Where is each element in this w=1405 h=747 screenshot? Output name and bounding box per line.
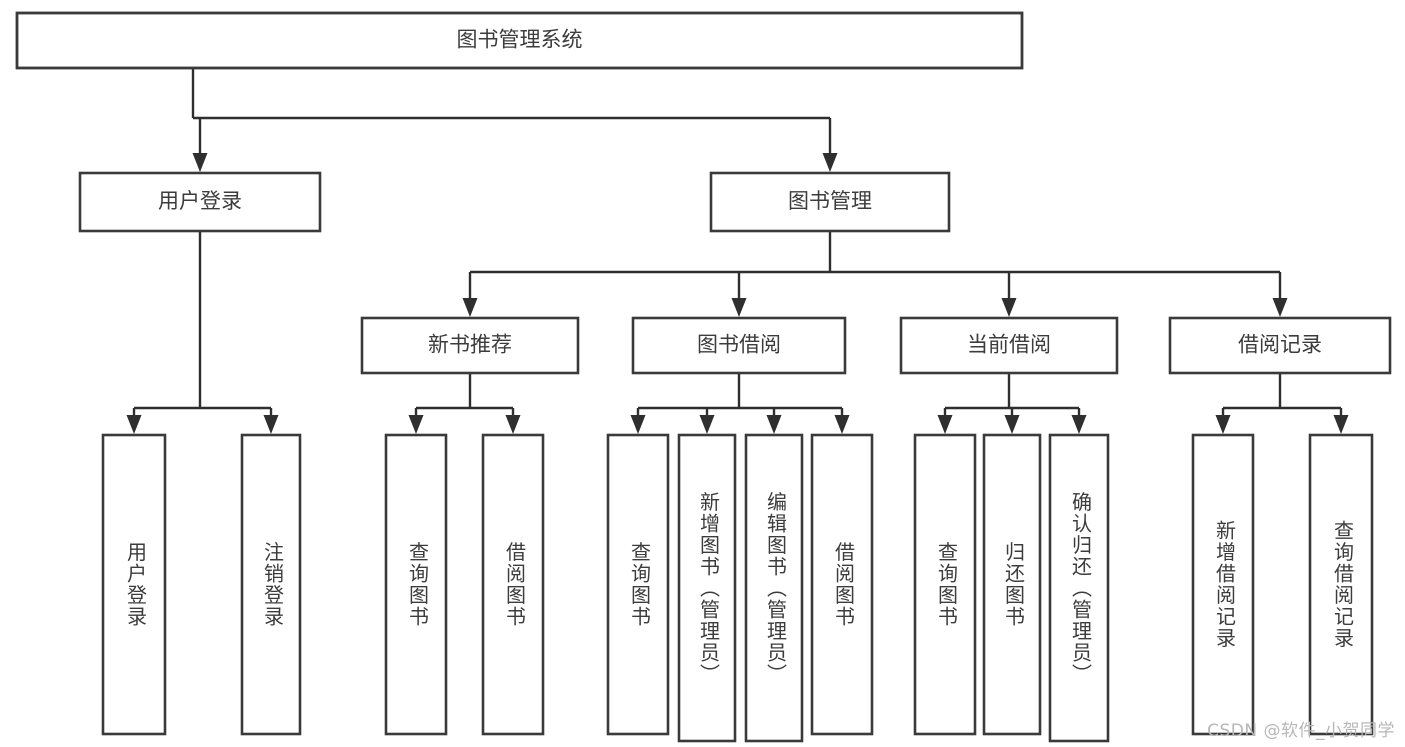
node-用户登录-l2-1-box[interactable] <box>78 171 322 233</box>
arrow-head-icon <box>630 415 646 434</box>
connector-layer <box>126 68 1349 434</box>
node-编辑图书管理员-leaf-7-label: 编辑图书（管理员） <box>764 491 788 685</box>
node-图书借阅-l3-2-label: 图书借阅 <box>697 333 781 357</box>
node-新增图书管理员-leaf-6-label: 新增图书（管理员） <box>697 491 721 685</box>
node-借阅图书-leaf-8[interactable]: 借阅图书 <box>810 433 874 736</box>
node-确认归还管理员-leaf-11-label: 确认归还（管理员） <box>1069 491 1093 685</box>
node-确认归还管理员-leaf-11[interactable]: 确认归还（管理员） <box>1048 433 1110 743</box>
arrow-head-icon <box>834 415 850 434</box>
node-图书管理-l2-2-label: 图书管理 <box>788 189 872 213</box>
node-借阅图书-leaf-4-label: 借阅图书 <box>503 541 527 627</box>
arrow-head-icon <box>766 415 782 434</box>
node-查询图书-leaf-3-label: 查询图书 <box>406 541 430 627</box>
node-查询图书-leaf-9-label: 查询图书 <box>935 541 959 627</box>
node-当前借阅-l3-3-box[interactable] <box>899 316 1119 375</box>
node-借阅图书-leaf-4-box[interactable] <box>481 433 545 736</box>
node-新增借阅记录-leaf-12-label: 新增借阅记录 <box>1213 520 1237 649</box>
connector-group-5 <box>630 373 850 434</box>
arrow-head-icon <box>408 415 424 434</box>
connector-group-1 <box>191 68 838 172</box>
node-注销登录-leaf-2-box[interactable] <box>240 433 302 736</box>
node-图书管理系统-root[interactable]: 图书管理系统 <box>15 11 1024 70</box>
node-查询借阅记录-leaf-13-box[interactable] <box>1308 433 1374 736</box>
node-查询图书-leaf-5-label: 查询图书 <box>628 541 652 627</box>
node-当前借阅-l3-3-label: 当前借阅 <box>967 333 1051 357</box>
node-归还图书-leaf-10[interactable]: 归还图书 <box>982 433 1042 736</box>
node-新增借阅记录-leaf-12-box[interactable] <box>1191 433 1255 736</box>
node-查询图书-leaf-9[interactable]: 查询图书 <box>913 433 977 736</box>
arrow-head-icon <box>1333 415 1349 434</box>
arrow-head-icon <box>731 298 747 317</box>
node-查询图书-leaf-9-box[interactable] <box>913 433 977 736</box>
connector-group-7 <box>1215 373 1349 434</box>
node-查询图书-leaf-5-box[interactable] <box>606 433 670 736</box>
node-归还图书-leaf-10-box[interactable] <box>982 433 1042 736</box>
arrow-head-icon <box>505 415 521 434</box>
node-新书推荐-l3-1-box[interactable] <box>360 316 580 375</box>
arrow-head-icon <box>192 153 208 172</box>
node-借阅图书-leaf-4[interactable]: 借阅图书 <box>481 433 545 736</box>
node-用户登录-l2-1[interactable]: 用户登录 <box>78 171 322 233</box>
node-查询借阅记录-leaf-13[interactable]: 查询借阅记录 <box>1308 433 1374 736</box>
node-确认归还管理员-leaf-11-box[interactable] <box>1048 433 1110 743</box>
node-归还图书-leaf-10-label: 归还图书 <box>1002 541 1026 627</box>
node-编辑图书管理员-leaf-7-box[interactable] <box>744 433 804 743</box>
node-注销登录-leaf-2-label: 注销登录 <box>261 541 285 627</box>
node-查询借阅记录-leaf-13-label: 查询借阅记录 <box>1331 520 1355 649</box>
arrow-head-icon <box>462 298 478 317</box>
node-图书借阅-l3-2[interactable]: 图书借阅 <box>631 316 847 375</box>
node-新书推荐-l3-1[interactable]: 新书推荐 <box>360 316 580 375</box>
connector-group-6 <box>937 373 1087 434</box>
node-图书管理系统-root-label: 图书管理系统 <box>457 28 583 52</box>
node-借阅图书-leaf-8-box[interactable] <box>810 433 874 736</box>
node-借阅记录-l3-4-label: 借阅记录 <box>1238 333 1322 357</box>
arrow-head-icon <box>1004 415 1020 434</box>
arrow-head-icon <box>1215 415 1231 434</box>
arrow-head-icon <box>822 153 838 172</box>
node-借阅图书-leaf-8-label: 借阅图书 <box>832 541 856 627</box>
node-新增借阅记录-leaf-12[interactable]: 新增借阅记录 <box>1191 433 1255 736</box>
node-新增图书管理员-leaf-6[interactable]: 新增图书（管理员） <box>677 433 737 743</box>
arrow-head-icon <box>1272 298 1288 317</box>
arrow-head-icon <box>263 415 279 434</box>
node-用户登录-l2-1-label: 用户登录 <box>158 189 242 213</box>
node-图书借阅-l3-2-box[interactable] <box>631 316 847 375</box>
node-图书管理-l2-2[interactable]: 图书管理 <box>709 171 951 233</box>
node-图书管理-l2-2-box[interactable] <box>709 171 951 233</box>
arrow-head-icon <box>1071 415 1087 434</box>
arrow-head-icon <box>126 415 142 434</box>
node-借阅记录-l3-4[interactable]: 借阅记录 <box>1168 316 1392 375</box>
node-用户登录-leaf-1[interactable]: 用户登录 <box>101 433 167 736</box>
node-当前借阅-l3-3[interactable]: 当前借阅 <box>899 316 1119 375</box>
node-用户登录-leaf-1-box[interactable] <box>101 433 167 736</box>
arrow-head-icon <box>937 415 953 434</box>
node-用户登录-leaf-1-label: 用户登录 <box>124 542 148 628</box>
connector-group-4 <box>408 373 521 434</box>
node-借阅记录-l3-4-box[interactable] <box>1168 316 1392 375</box>
node-注销登录-leaf-2[interactable]: 注销登录 <box>240 433 302 736</box>
node-图书管理系统-root-box[interactable] <box>15 11 1024 70</box>
arrow-head-icon <box>699 415 715 434</box>
node-新增图书管理员-leaf-6-box[interactable] <box>677 433 737 743</box>
connector-group-2 <box>462 231 1288 317</box>
node-查询图书-leaf-5[interactable]: 查询图书 <box>606 433 670 736</box>
node-查询图书-leaf-3[interactable]: 查询图书 <box>384 433 448 736</box>
node-查询图书-leaf-3-box[interactable] <box>384 433 448 736</box>
connector-group-3 <box>126 231 279 434</box>
arrow-head-icon <box>1001 298 1017 317</box>
node-新书推荐-l3-1-label: 新书推荐 <box>428 333 512 357</box>
node-编辑图书管理员-leaf-7[interactable]: 编辑图书（管理员） <box>744 433 804 743</box>
node-layer: 图书管理系统用户登录图书管理新书推荐图书借阅当前借阅借阅记录用户登录注销登录查询… <box>15 11 1392 743</box>
